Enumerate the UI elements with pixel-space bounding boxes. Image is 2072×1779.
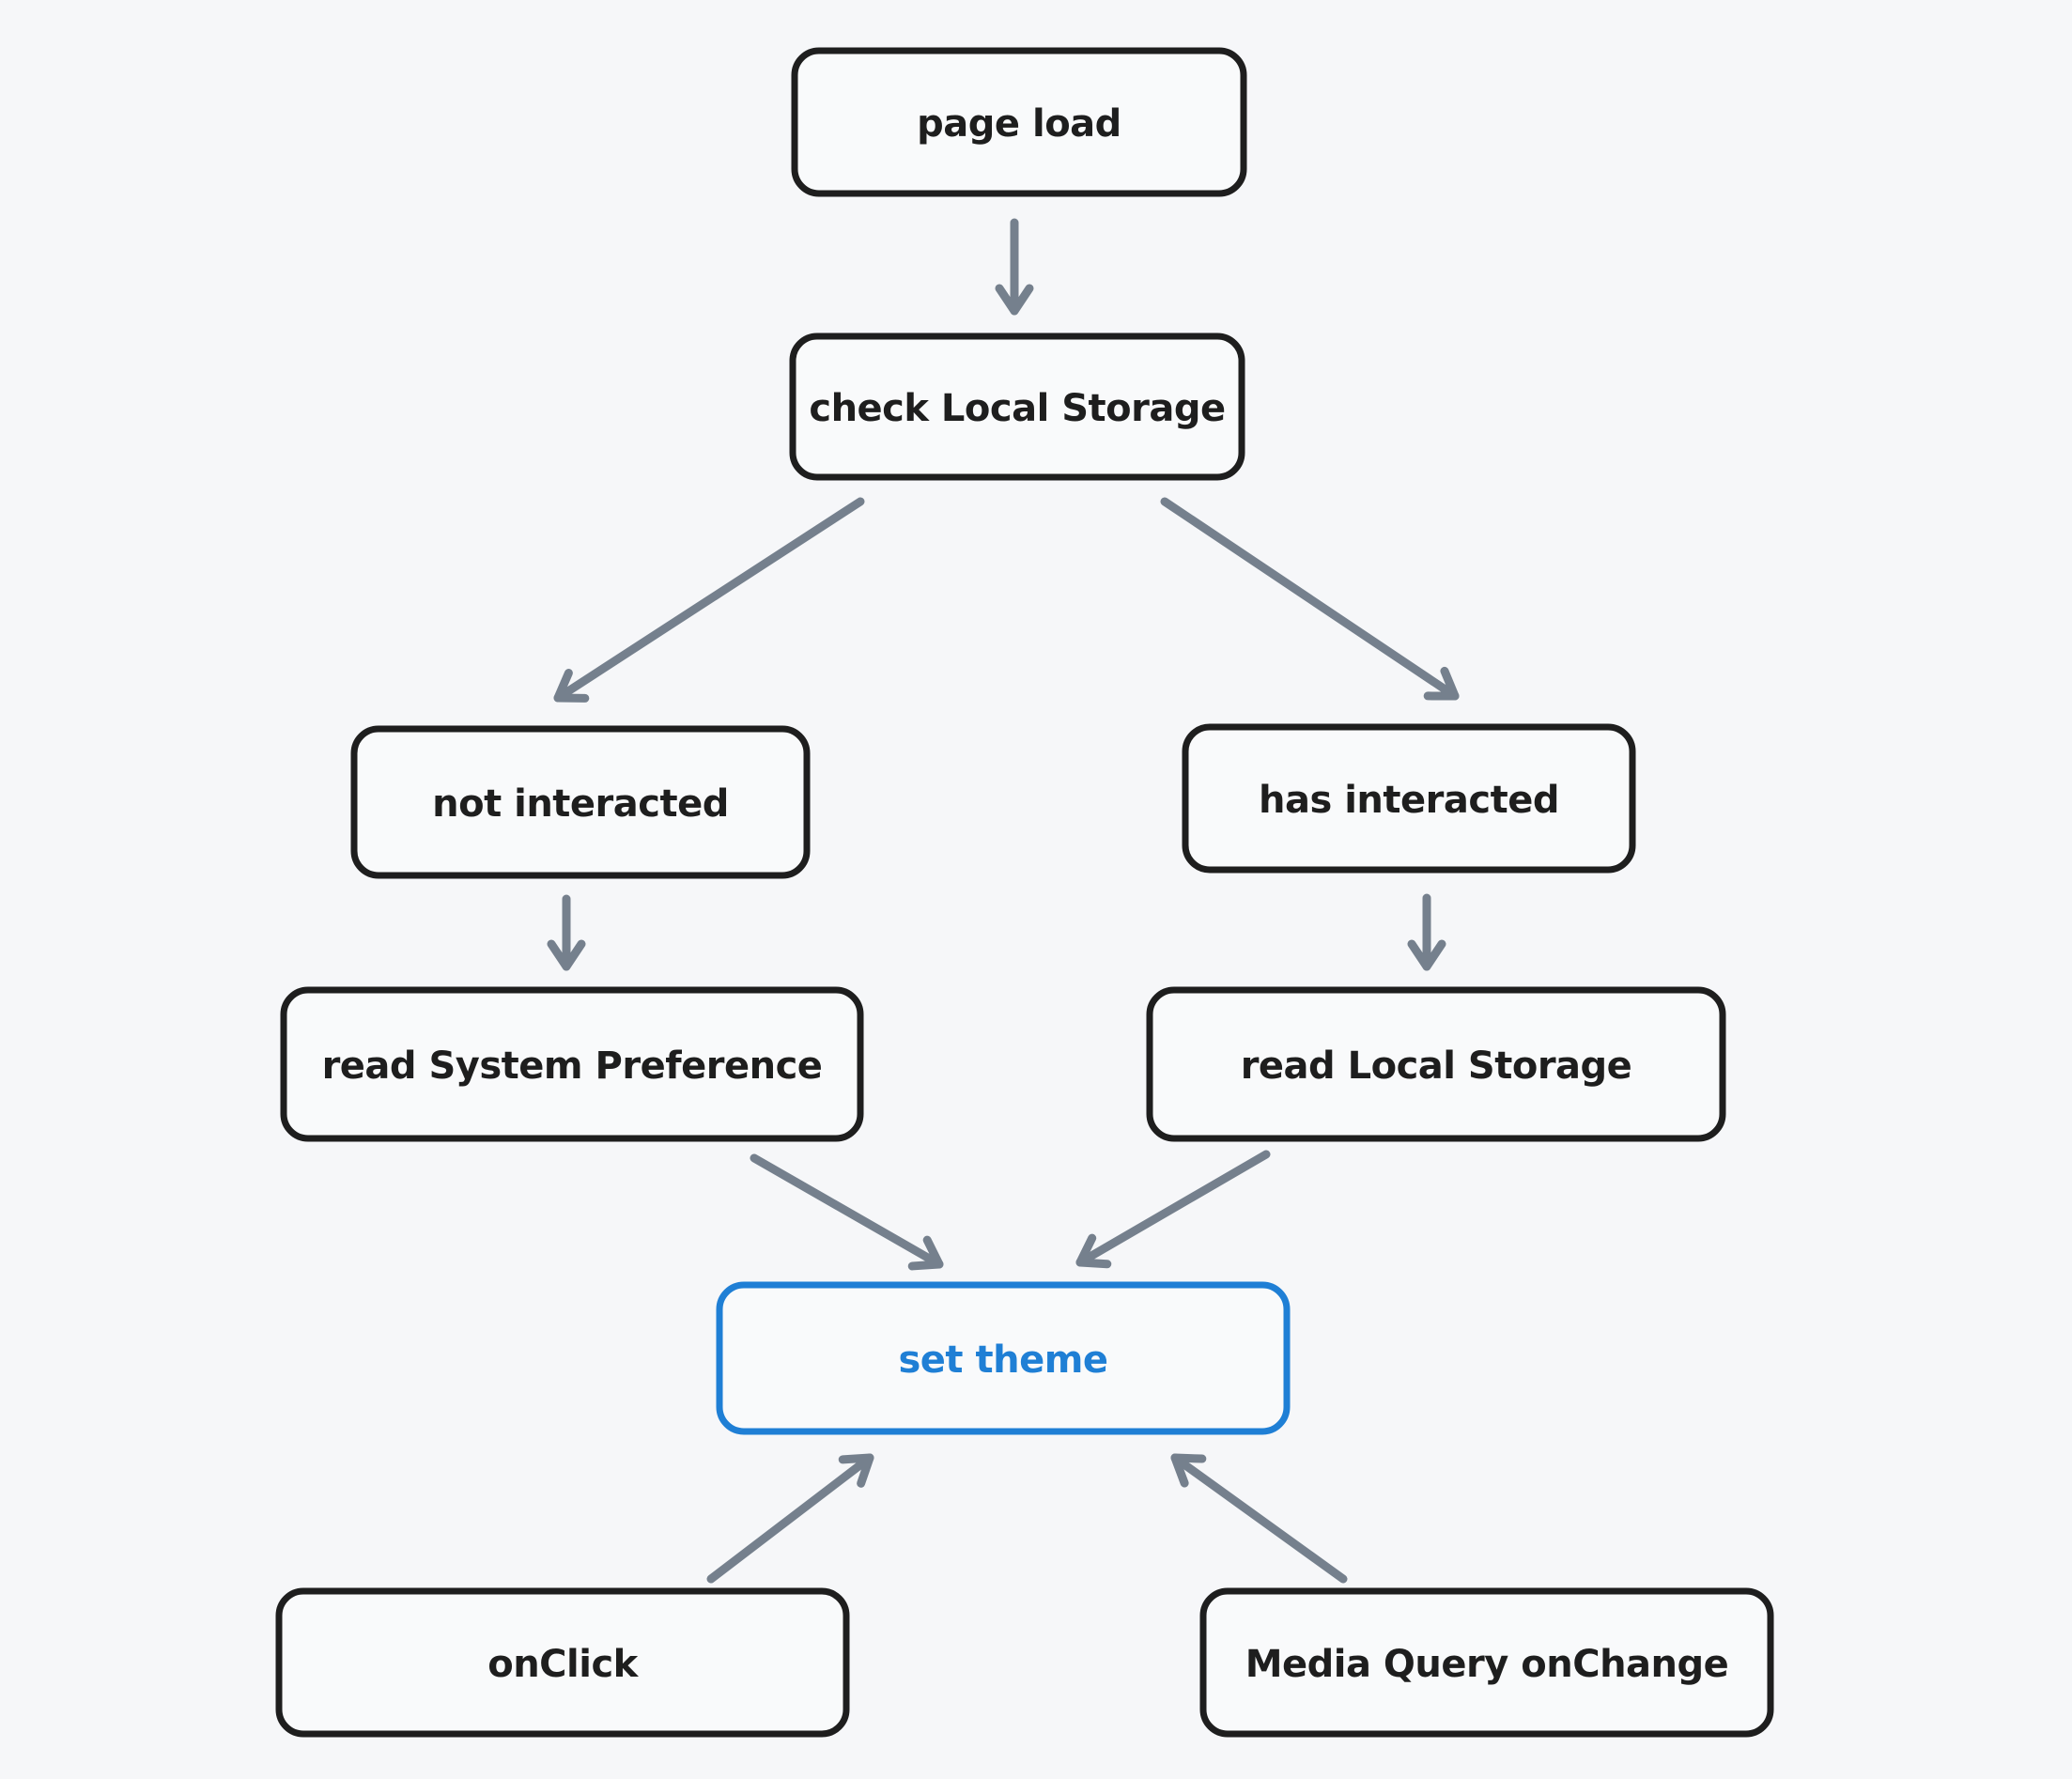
node-media-query-onchange: Media Query onChange [1199,1587,1774,1738]
node-has-interacted: has interacted [1182,723,1636,874]
node-onclick: onClick [275,1587,850,1738]
node-read-local-storage: read Local Storage [1146,986,1726,1142]
edge-onclick-to-set-theme [706,1453,874,1584]
edge-media-query-onchange-to-set-theme [1170,1453,1348,1584]
node-not-interacted: not interacted [350,725,811,879]
node-onclick-label: onClick [487,1643,639,1686]
node-not-interacted-label: not interacted [432,782,729,826]
node-page-load-label: page load [917,102,1121,146]
node-read-system-preference: read System Preference [280,986,864,1142]
edges [547,218,1460,1584]
edge-check-local-storage-to-has-interacted [1160,497,1460,701]
node-has-interacted-label: has interacted [1259,779,1559,822]
node-check-local-storage: check Local Storage [789,333,1245,481]
edge-check-local-storage-to-not-interacted [553,497,865,703]
node-set-theme-label: set theme [898,1338,1107,1382]
edge-read-local-storage-to-set-theme [1075,1150,1271,1269]
node-read-system-preference-label: read System Preference [322,1044,823,1088]
edge-read-system-preference-to-set-theme [750,1153,944,1271]
node-page-load: page load [791,47,1247,197]
node-set-theme: set theme [716,1281,1291,1435]
node-media-query-onchange-label: Media Query onChange [1245,1643,1729,1686]
node-read-local-storage-label: read Local Storage [1241,1044,1632,1088]
node-check-local-storage-label: check Local Storage [809,387,1225,430]
